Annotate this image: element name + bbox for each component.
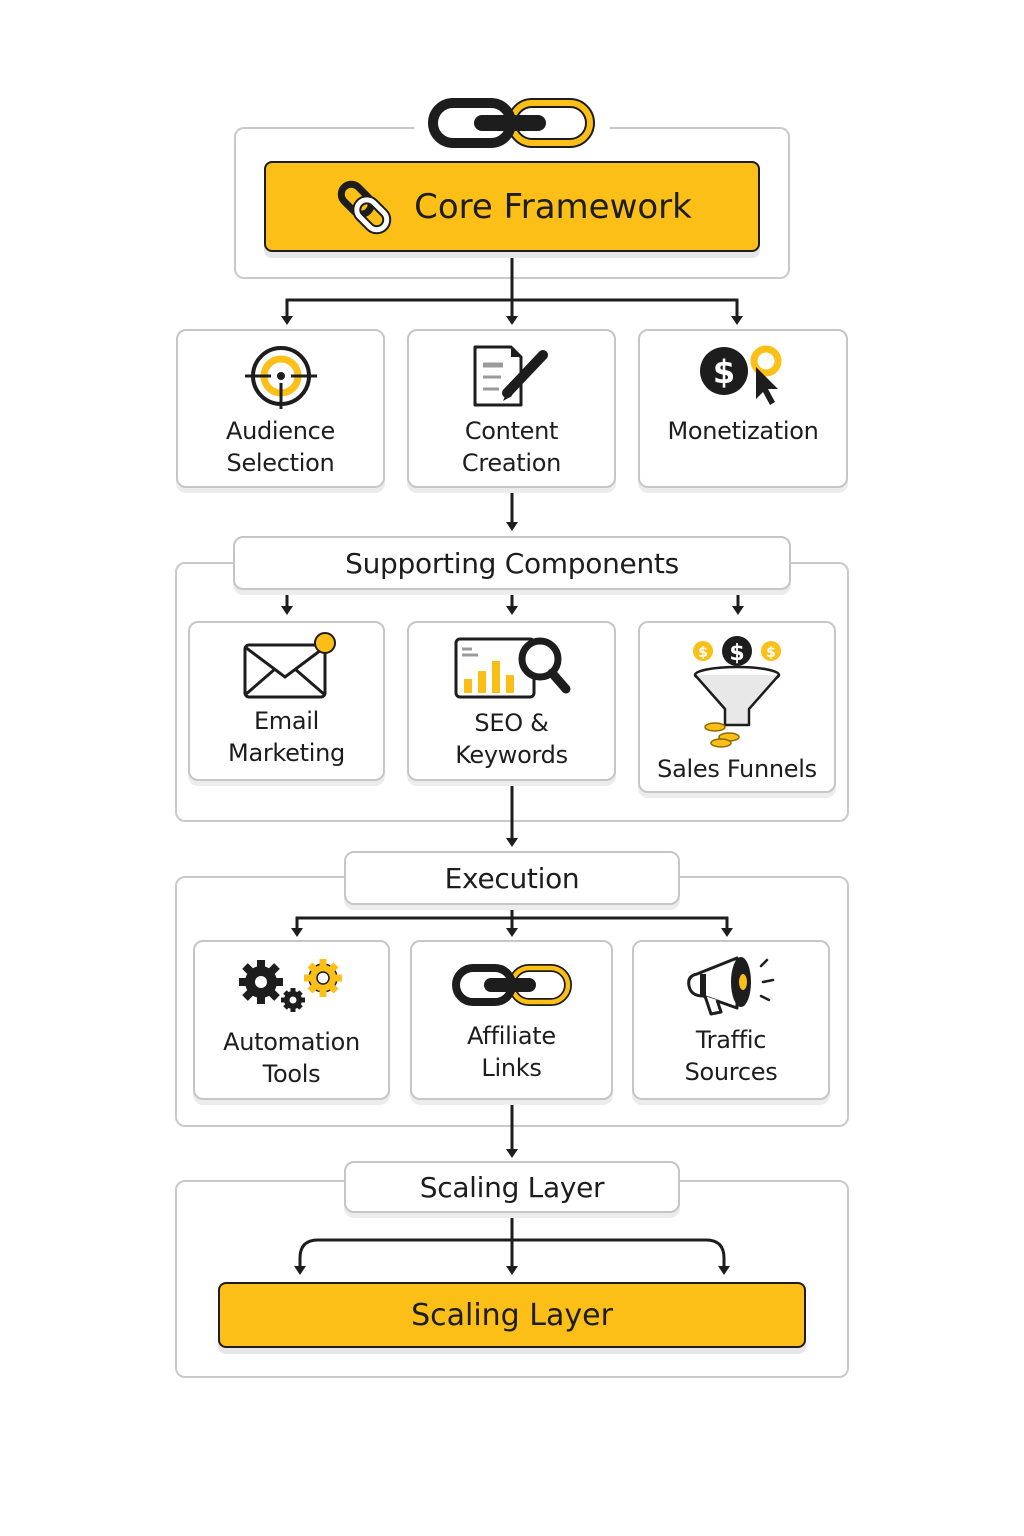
pillar-label-line1: Audience [225, 417, 336, 445]
supporting-label-line1: SEO & [474, 709, 549, 737]
link-icon [337, 180, 392, 234]
svg-text:$: $ [713, 353, 735, 391]
scaling-layer-header-title: Scaling Layer [419, 1170, 605, 1204]
supporting-card-seo[interactable]: SEO & Keywords [407, 621, 616, 781]
funnel-icon: $ $ $ [693, 636, 781, 748]
execution-label-line2: Tools [262, 1060, 321, 1088]
execution-label-line1: Affiliate [467, 1022, 556, 1050]
execution-label-line2: Sources [684, 1058, 778, 1086]
megaphone-icon [687, 956, 775, 1016]
dollar-cursor-icon: $ [700, 345, 782, 405]
chain-icon [428, 98, 595, 148]
scaling-layer-bar[interactable]: Scaling Layer [218, 1282, 806, 1348]
chain-icon [451, 964, 572, 1006]
pillar-label-line1: Monetization [667, 417, 819, 445]
scaling-layer-bar-title: Scaling Layer [411, 1297, 613, 1333]
supporting-label-line2: Marketing [228, 739, 345, 767]
target-icon [244, 346, 317, 409]
execution-label-line2: Links [481, 1054, 542, 1082]
scaling-layer-header[interactable]: Scaling Layer [344, 1161, 680, 1213]
svg-text:$: $ [766, 645, 776, 661]
execution-title: Execution [444, 861, 580, 895]
connector-scaling-curve-left [298, 1238, 512, 1272]
pillar-label-line2: Creation [461, 449, 562, 477]
supporting-label-line1: Email [253, 707, 320, 735]
supporting-components-header[interactable]: Supporting Components [233, 536, 791, 590]
envelope-icon [243, 632, 336, 699]
execution-label-line1: Automation [223, 1028, 360, 1056]
supporting-label-line2: Keywords [455, 741, 568, 769]
document-pencil-icon [473, 345, 548, 407]
pillar-label-line1: Content [464, 417, 559, 445]
supporting-components-title: Supporting Components [345, 546, 679, 580]
connector-scaling-curve-right [512, 1238, 726, 1272]
connector-execution-branch [295, 916, 729, 934]
supporting-label-line1: Sales Funnels [657, 755, 817, 783]
core-framework-title: Core Framework [414, 186, 692, 227]
execution-header[interactable]: Execution [344, 851, 680, 905]
svg-text:$: $ [698, 645, 708, 661]
chart-search-icon [454, 637, 570, 699]
core-framework-box[interactable]: Core Framework [264, 161, 760, 252]
pillar-card-monetization[interactable]: $ Monetization [638, 329, 848, 488]
svg-text:$: $ [729, 641, 744, 666]
execution-label-line1: Traffic [695, 1026, 767, 1054]
supporting-card-sales-funnels[interactable]: $ $ $ Sales Funnels [638, 621, 836, 793]
pillar-label-line2: Selection [226, 449, 335, 477]
gears-icon [238, 959, 342, 1012]
